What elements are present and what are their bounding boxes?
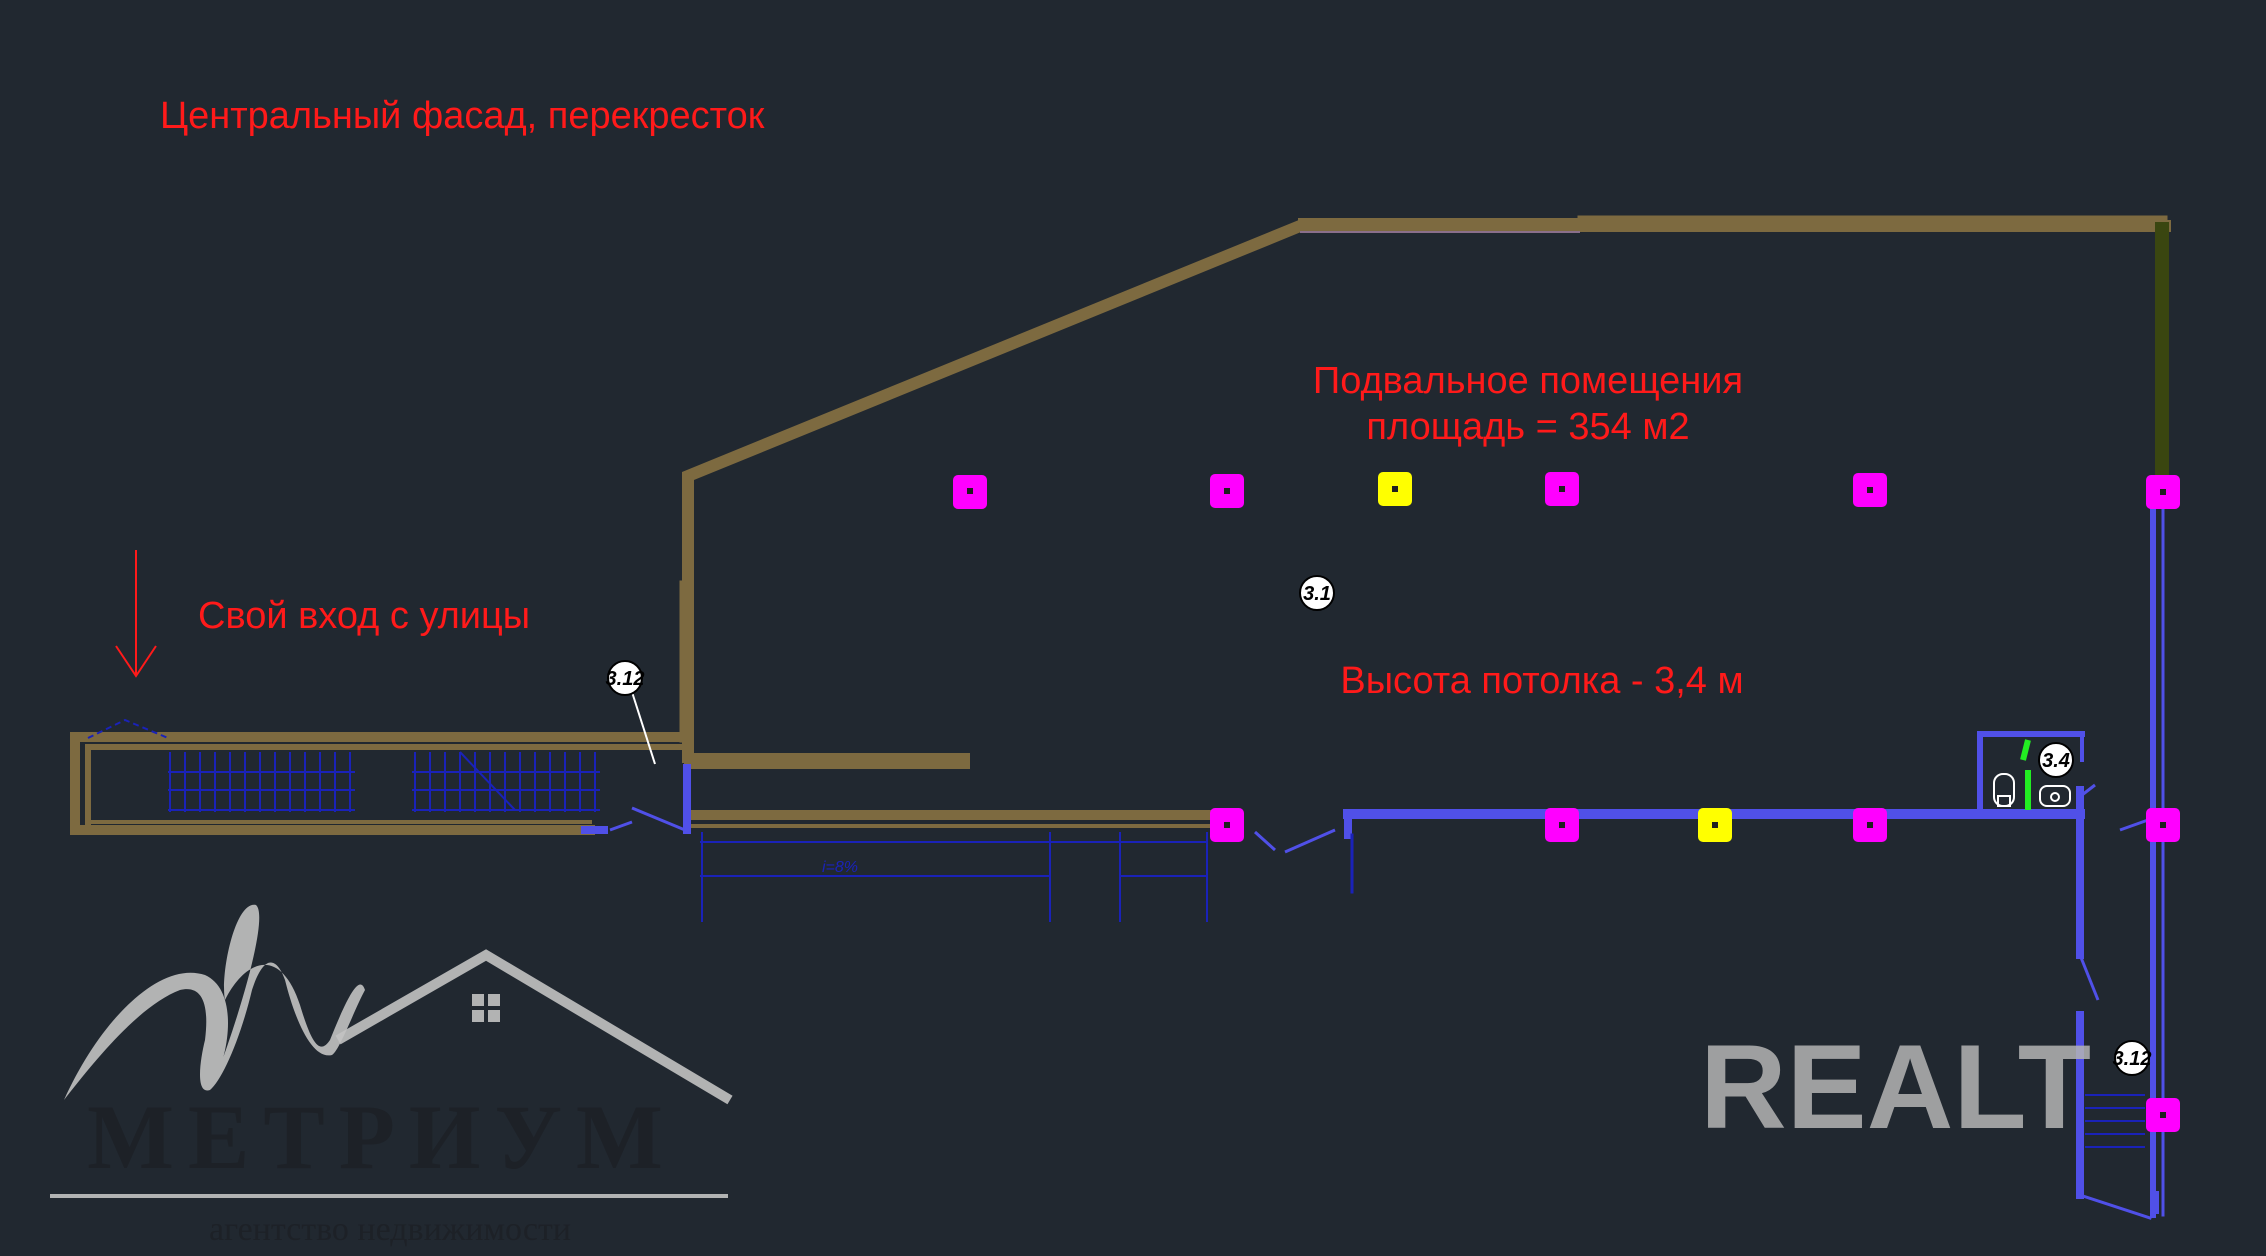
room-area-label: площадь = 354 м2 <box>1366 406 1689 448</box>
entrance-canopy <box>87 718 169 739</box>
room-tag: 3.12 <box>606 660 645 696</box>
metrium-logo: МЕТРИУМ агентство недвижимости <box>50 904 733 1248</box>
sink-icon <box>2039 785 2071 807</box>
svg-text:3.1: 3.1 <box>1303 583 1331 605</box>
house-window-icon <box>472 994 500 1022</box>
column-centers <box>967 486 2166 1118</box>
entrance-arrow-icon <box>115 550 157 678</box>
room-tag: 3.4 <box>2038 742 2074 778</box>
metrium-swoosh-icon <box>64 904 365 1100</box>
door-swings <box>609 783 2149 1001</box>
svg-text:3.4: 3.4 <box>2042 750 2070 772</box>
metrium-subtitle: агентство недвижимости <box>209 1211 571 1248</box>
ramp <box>700 832 1208 922</box>
facade-label: Центральный фасад, перекресток <box>160 95 765 137</box>
wc-accent-lines <box>2020 739 2031 810</box>
svg-text:3.12: 3.12 <box>606 668 645 690</box>
realt-watermark: REALT <box>1700 1020 2091 1154</box>
room-tag-leader <box>631 691 656 765</box>
exterior-walls <box>70 215 2171 835</box>
house-roof-icon <box>335 949 733 1105</box>
columns-yellow <box>1378 472 1732 842</box>
metrium-name: МЕТРИУМ <box>87 1086 677 1188</box>
room-title-label: Подвальное помещения <box>1313 360 1743 402</box>
entrance-label: Свой вход с улицы <box>198 595 530 637</box>
room-tag: 3.12 <box>2113 1040 2152 1076</box>
svg-text:3.12: 3.12 <box>2113 1048 2152 1070</box>
toilet-icon <box>1993 773 2015 807</box>
slope-label: i=8% <box>822 859 858 876</box>
stair-bottom-right <box>2085 1094 2145 1148</box>
staircase-right <box>412 751 600 812</box>
staircase-left <box>168 752 355 812</box>
ceiling-height-label: Высота потолка - 3,4 м <box>1340 660 1743 702</box>
room-tag: 3.1 <box>1299 575 1335 611</box>
